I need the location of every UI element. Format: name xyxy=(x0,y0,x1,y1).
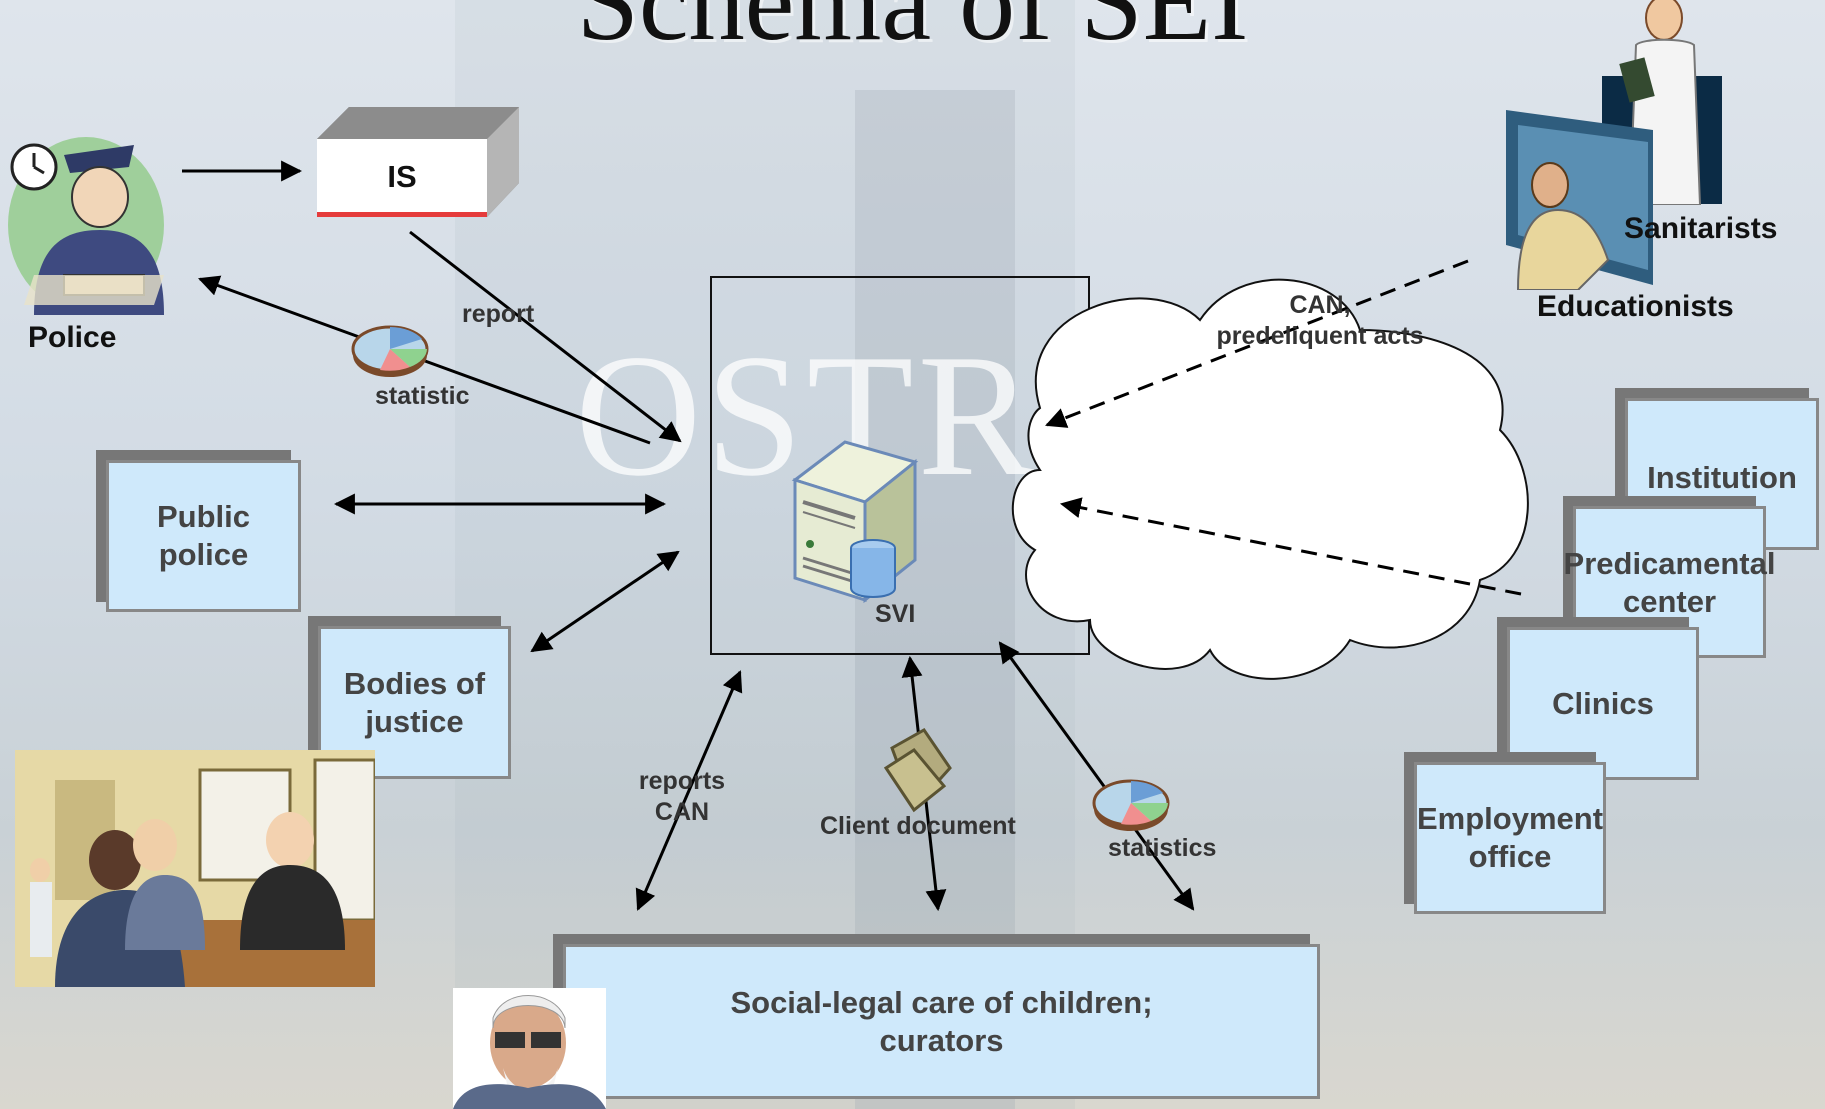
clinics-label: Clinics xyxy=(1552,685,1654,721)
police-label: Police xyxy=(28,321,117,354)
folder-icon xyxy=(884,728,952,813)
clinics-box: Clinics xyxy=(1507,627,1699,780)
pie-chart-icon xyxy=(1092,779,1170,831)
educationists-label: Educationists xyxy=(1537,290,1734,323)
arrow-justice-svi xyxy=(530,550,680,653)
background-tower xyxy=(855,90,1015,1109)
curator-portrait-icon xyxy=(453,988,606,1109)
public-police-line2: police xyxy=(158,537,249,572)
arrow-sanitarists-cloud xyxy=(1045,259,1469,428)
institution-label: Institution xyxy=(1647,460,1797,495)
employment-office-line1: Employment xyxy=(1416,801,1604,836)
employment-office-line2: office xyxy=(1468,839,1552,874)
report-edge-label: report xyxy=(462,300,535,328)
social-legal-care-line2: curators xyxy=(879,1022,1004,1058)
reports-can-edge-label: reports CAN xyxy=(630,766,734,828)
statistic-edge-label: statistic xyxy=(375,382,470,410)
cloud-shape xyxy=(1011,278,1529,680)
server-database-icon xyxy=(791,440,919,604)
can-edge-label-line1: CAN, xyxy=(1289,291,1351,319)
policeman-clipart-icon xyxy=(8,137,164,315)
predicamental-center-line1: Predicamental xyxy=(1563,546,1776,581)
can-edge-label: CAN, predeliquent acts xyxy=(1205,290,1435,352)
social-legal-care-line1: Social-legal care of children; xyxy=(730,984,1153,1020)
teacher-clipart-icon xyxy=(1506,110,1653,290)
predicamental-center-box: Predicamental center xyxy=(1564,506,1775,658)
arrow-statistics xyxy=(998,641,1195,911)
public-police-box: Public police xyxy=(106,460,301,612)
public-police-line1: Public xyxy=(156,499,250,534)
can-edge-label-line2: predeliquent acts xyxy=(1216,322,1424,350)
predicamental-center-line2: center xyxy=(1622,584,1717,619)
bodies-of-justice-line2: justice xyxy=(365,703,464,739)
slide-title: Schema of SEI xyxy=(576,0,1249,64)
sanitarists-label: Sanitarists xyxy=(1624,212,1778,245)
social-legal-care-box: Social-legal care of children; curators xyxy=(563,944,1320,1099)
courtroom-clipart-icon xyxy=(15,750,375,987)
pie-chart-icon xyxy=(351,325,429,377)
reports-can-line1: reports xyxy=(638,767,726,795)
reports-can-line2: CAN xyxy=(654,798,710,826)
arrow-is-svi xyxy=(409,230,682,443)
bodies-of-justice-line1: Bodies of xyxy=(343,665,486,701)
arrow-reports-can xyxy=(635,670,743,911)
is-label: IS xyxy=(387,159,417,194)
svi-label: SVI xyxy=(875,600,916,628)
statistics-edge-label: statistics xyxy=(1108,834,1217,862)
employment-office-box: Employment office xyxy=(1414,762,1606,914)
is-block xyxy=(317,107,519,217)
client-document-edge-label: Client document xyxy=(820,812,1016,840)
